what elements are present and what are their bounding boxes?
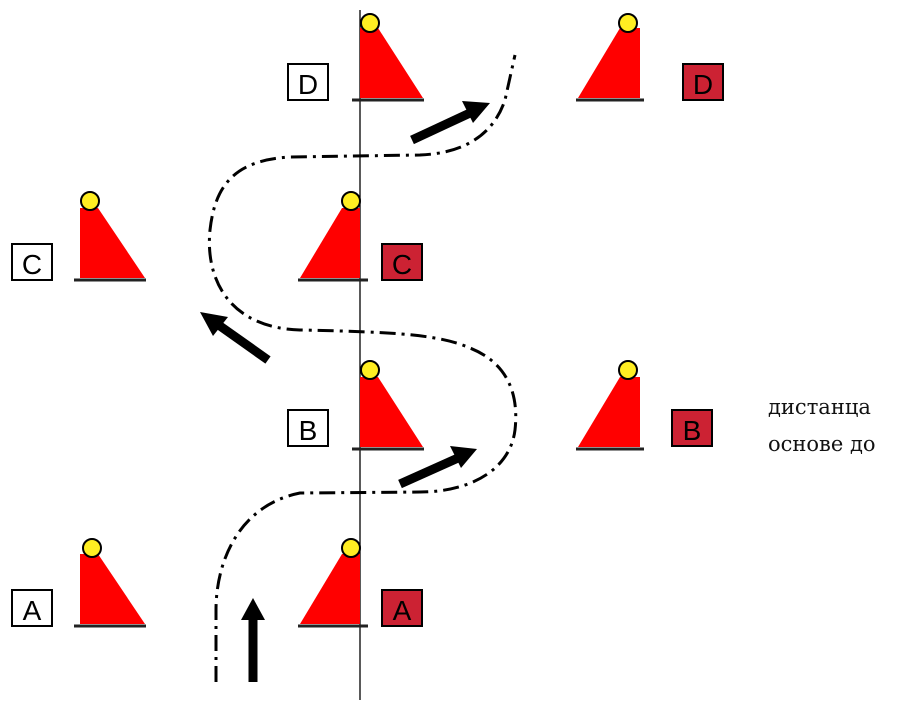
arrow-icon — [200, 312, 271, 364]
label-c-white-text: C — [22, 249, 42, 280]
cone-icon — [74, 191, 146, 282]
cone-icon — [298, 538, 368, 628]
label-b-white: B — [287, 409, 329, 447]
label-a-white-text: A — [23, 595, 42, 626]
arrow-icon — [241, 598, 265, 682]
caption-line-1: дистанца — [768, 395, 871, 419]
label-c-red: C — [381, 243, 423, 281]
slalom-path — [207, 54, 518, 682]
label-d-red: D — [682, 63, 724, 101]
cone-icon — [352, 360, 424, 451]
cone-icon — [74, 538, 146, 628]
cone-icon — [298, 191, 368, 282]
cone-icon — [576, 13, 644, 102]
label-a-red: A — [381, 589, 423, 627]
label-a-white: A — [11, 589, 53, 627]
label-c-red-text: C — [392, 249, 412, 280]
label-d-white-text: D — [298, 69, 318, 100]
label-d-white: D — [287, 63, 329, 101]
label-b-red: B — [671, 409, 713, 447]
label-b-red-text: B — [683, 415, 702, 446]
label-b-white-text: B — [299, 415, 318, 446]
cone-icon — [352, 13, 424, 102]
label-d-red-text: D — [693, 69, 713, 100]
caption-line-2: основе до — [768, 432, 876, 456]
arrow-icon — [398, 446, 477, 489]
arrow-icon — [410, 101, 490, 145]
cone-icon — [576, 360, 644, 451]
label-a-red-text: A — [393, 595, 412, 626]
label-c-white: C — [11, 243, 53, 281]
